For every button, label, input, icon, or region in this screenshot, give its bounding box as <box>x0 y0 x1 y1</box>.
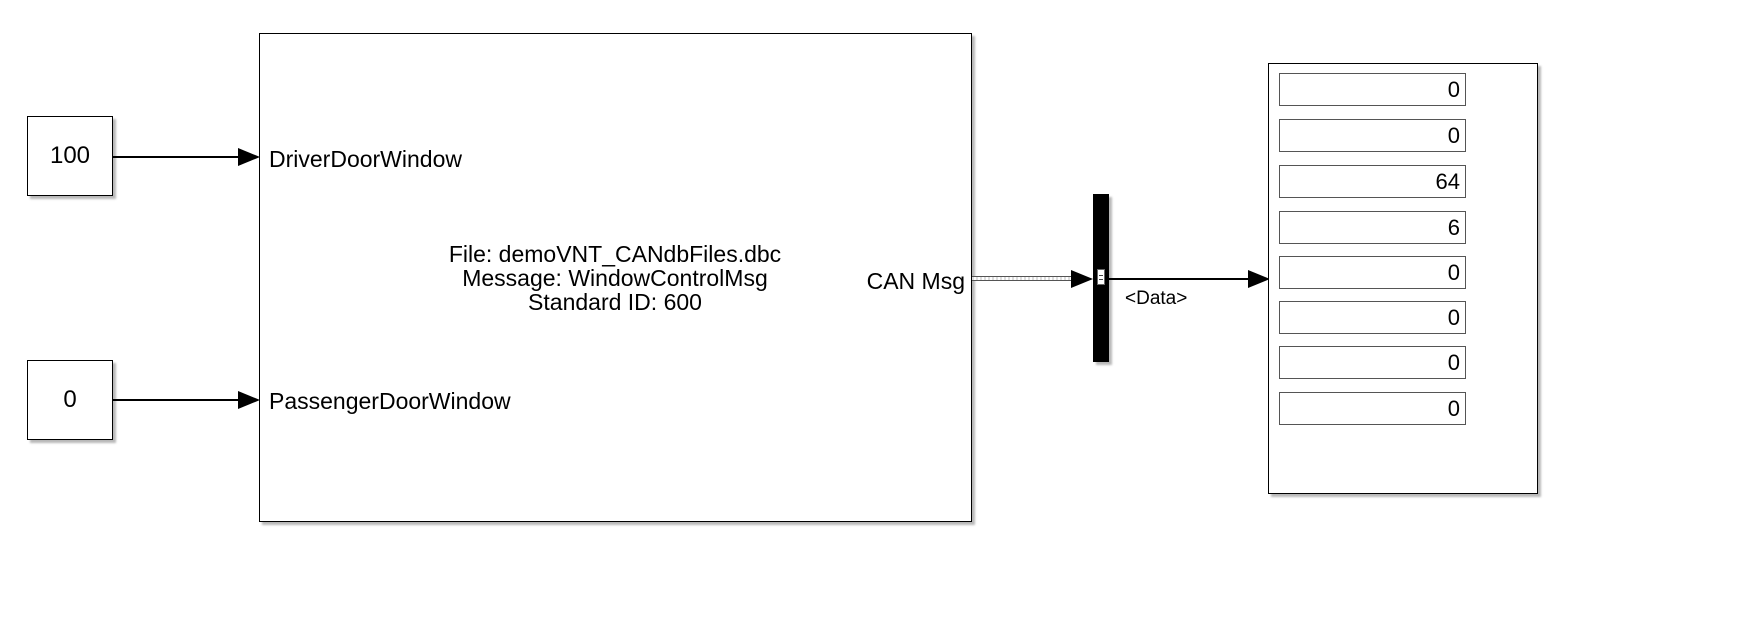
constant-block-driver[interactable]: 100 <box>27 116 113 196</box>
display-value-1: 0 <box>1279 73 1466 106</box>
arrowhead-driver-input <box>238 148 260 166</box>
arrowhead-passenger-input <box>238 391 260 409</box>
display-value-3: 64 <box>1279 165 1466 198</box>
block-description: File: demoVNT_CANdbFiles.dbc Message: Wi… <box>404 242 826 314</box>
signal-line-driver[interactable] <box>113 156 239 158</box>
constant-value-passenger: 0 <box>63 386 77 413</box>
display-value-6: 0 <box>1279 301 1466 334</box>
input-port-label-passenger: PassengerDoorWindow <box>269 388 511 414</box>
bus-selector-port-icon <box>1097 269 1105 285</box>
signal-line-passenger[interactable] <box>113 399 239 401</box>
constant-block-passenger[interactable]: 0 <box>27 360 113 440</box>
message-name-text: Message: WindowControlMsg <box>462 265 768 291</box>
display-value-4: 6 <box>1279 211 1466 244</box>
can-pack-block[interactable]: DriverDoorWindow PassengerDoorWindow CAN… <box>259 33 972 522</box>
signal-label-data: <Data> <box>1125 288 1188 309</box>
constant-value-driver: 100 <box>49 142 91 169</box>
output-port-label-can-msg: CAN Msg <box>866 268 965 294</box>
can-message-line[interactable] <box>972 276 1072 281</box>
input-port-label-driver: DriverDoorWindow <box>269 146 462 172</box>
display-value-7: 0 <box>1279 346 1466 379</box>
display-value-8: 0 <box>1279 392 1466 425</box>
display-value-2: 0 <box>1279 119 1466 152</box>
arrowhead-bus-selector-input <box>1071 270 1093 288</box>
bus-selector-block[interactable] <box>1093 194 1109 362</box>
display-block[interactable]: 0 0 64 6 0 0 0 0 <box>1268 63 1538 494</box>
arrowhead-display-input <box>1248 270 1270 288</box>
display-value-5: 0 <box>1279 256 1466 289</box>
signal-line-data[interactable] <box>1109 278 1249 280</box>
dbc-file-text: File: demoVNT_CANdbFiles.dbc <box>448 241 782 267</box>
standard-id-text: Standard ID: 600 <box>528 289 702 315</box>
